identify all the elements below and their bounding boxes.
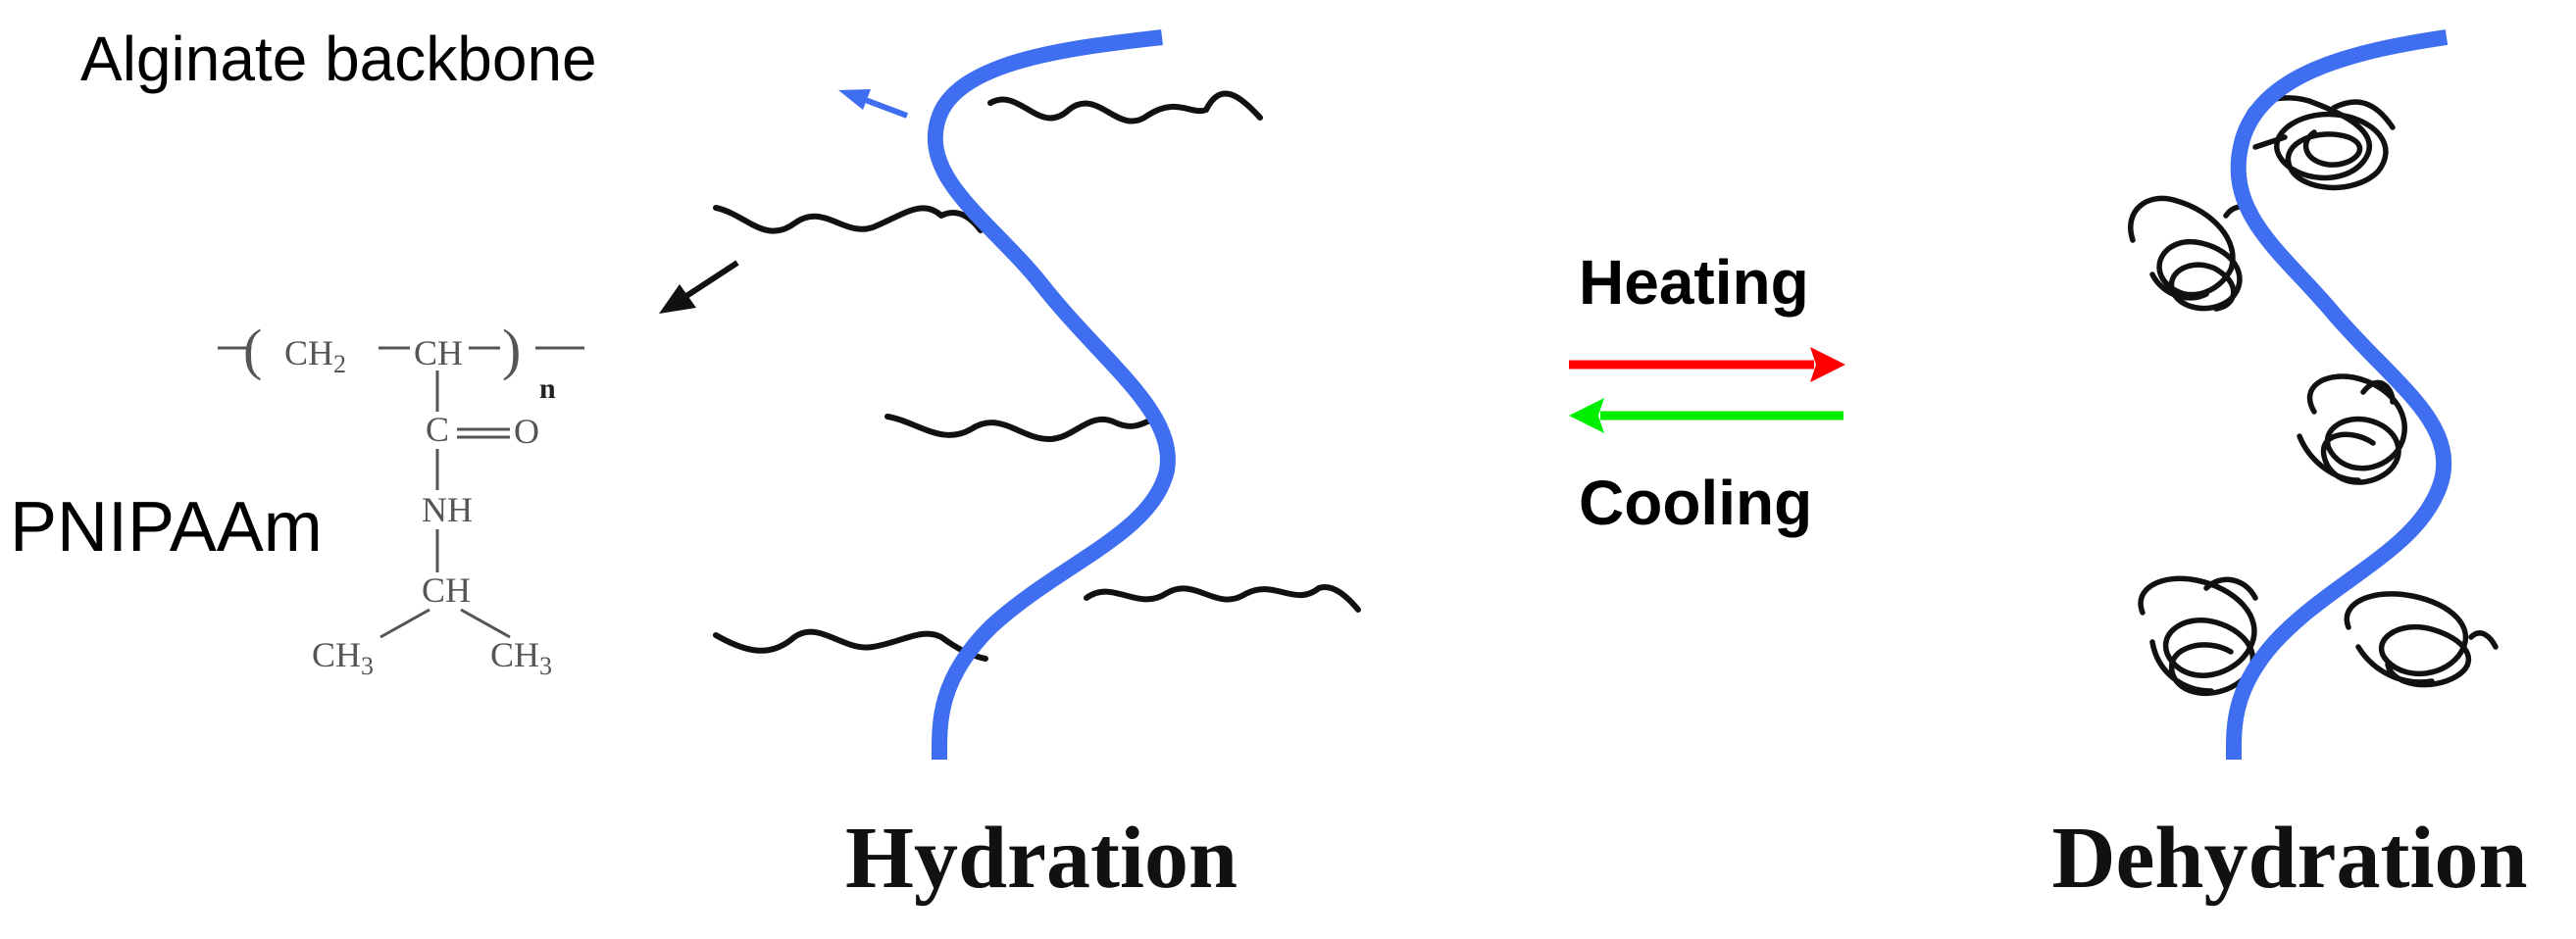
- heating-arrow: [1569, 347, 1845, 382]
- alginate-pointer-arrow: [838, 89, 909, 119]
- hydrated-chains: [713, 90, 1361, 662]
- pnipaam-pointer-arrow: [659, 260, 739, 314]
- methyl-right: CH3: [490, 635, 552, 680]
- right-bracket: ): [502, 318, 521, 381]
- ch-side-group: CH: [422, 570, 471, 610]
- alginate-backbone-dehydrated: [2225, 29, 2452, 761]
- carbonyl-carbon: C: [426, 410, 449, 449]
- ch2-group: CH2: [284, 333, 346, 378]
- pnipaam-label: PNIPAAm: [10, 488, 323, 567]
- pnipaam-structure: ( CH2 CH ) n C O NH CH CH3 CH3: [218, 318, 584, 680]
- repeat-n: n: [539, 372, 556, 405]
- dehydration-label: Dehydration: [2051, 810, 2527, 907]
- methyl-left: CH3: [312, 635, 374, 680]
- cooling-label: Cooling: [1579, 468, 1812, 538]
- alginate-backbone-hydrated: [927, 29, 1176, 761]
- ch-group: CH: [414, 333, 463, 372]
- heating-label: Heating: [1579, 247, 1809, 318]
- alginate-backbone-label: Alginate backbone: [80, 24, 597, 94]
- nh-group: NH: [422, 490, 473, 529]
- carbonyl-oxygen: O: [514, 412, 539, 451]
- collapsed-coils: [2128, 95, 2499, 697]
- cooling-arrow: [1569, 398, 1844, 433]
- hydration-label: Hydration: [845, 810, 1237, 907]
- left-bracket: (: [243, 318, 262, 381]
